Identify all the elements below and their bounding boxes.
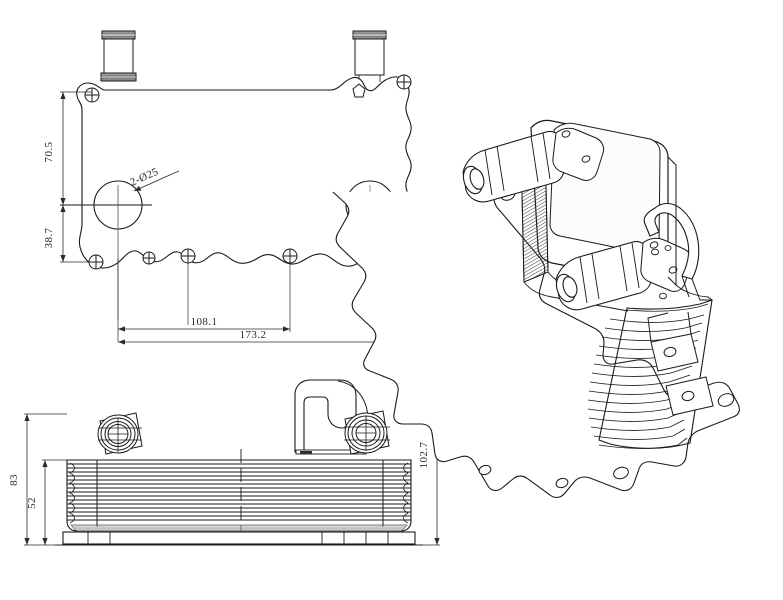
top-view-pentagon-hole [352, 83, 366, 98]
side-view-group: 83 52 102.7 [8, 379, 440, 546]
top-view-bore-hole-left [60, 180, 152, 320]
dimension-52-label: 52 [26, 497, 38, 509]
top-view-tube-right [352, 30, 387, 87]
iso-pipe-flange-upper [552, 127, 605, 181]
dimension-70-5-label: 70.5 [43, 141, 55, 162]
dimension-173-2-label: 173.2 [240, 329, 267, 341]
iso-view-group [332, 119, 740, 498]
side-view-plate-stack [66, 449, 412, 532]
bolt-hole [142, 251, 156, 265]
dimension-102-7-label: 102.7 [418, 442, 430, 469]
iso-bracket-tabs [650, 333, 714, 416]
iso-inlet-pipe-lower [555, 241, 652, 311]
iso-hook-bracket [643, 202, 700, 280]
iso-fin-stack-bound [598, 299, 713, 449]
dimension-108-1-label: 108.1 [191, 316, 218, 328]
dimension-108-1: 108.1 [118, 316, 290, 332]
iso-core-detail-bolts [651, 245, 672, 300]
iso-lower-cover-bolts [649, 241, 678, 274]
dimension-83: 83 [8, 414, 30, 545]
bolt-hole [396, 74, 412, 90]
iso-cover-bolts [561, 130, 591, 163]
side-view-nozzle-left [97, 412, 143, 455]
side-view-nozzle-right [344, 410, 390, 455]
dimension-83-label: 83 [8, 474, 20, 486]
top-view-tube-left [100, 30, 137, 82]
iso-core-right-wall [667, 156, 677, 287]
side-view-hook-bracket [294, 379, 357, 453]
dimension-38-7: 38.7 [43, 205, 66, 262]
iso-mounting-flange [332, 189, 740, 498]
dimension-70-5: 70.5 [43, 92, 66, 205]
iso-core-back-edge [675, 284, 713, 301]
dimension-52: 52 [26, 460, 48, 545]
bolt-hole [84, 87, 100, 103]
dimension-38-7-label: 38.7 [43, 227, 55, 248]
iso-inlet-pipe-upper [462, 130, 565, 203]
side-view-base-flange [55, 524, 423, 546]
iso-bracket-ribs [647, 275, 712, 343]
